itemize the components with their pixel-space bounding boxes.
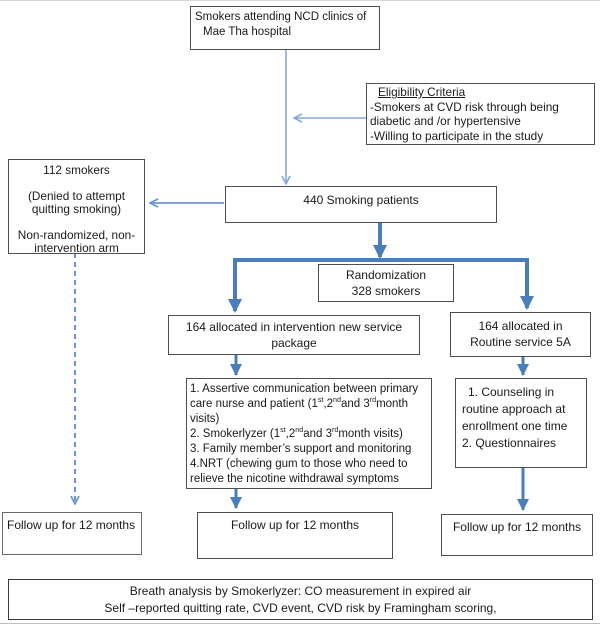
text-line: 4.NRT (chewing gum to those who need to [190, 458, 408, 470]
box-smoking-patients: 440 Smoking patients [225, 186, 497, 223]
box-followup-middle: Follow up for 12 months [197, 512, 393, 559]
box-followup-right: Follow up for 12 months [441, 514, 593, 556]
text-line: intervention arm [34, 241, 119, 255]
text-line: relieve the nicotine withdrawal symptoms [190, 473, 400, 485]
box-outcome-measures: Breath analysis by Smokerlyzer: CO measu… [8, 579, 593, 620]
text-line: 164 allocated in [478, 319, 563, 333]
box-smokers-attending: Smokers attending NCD clinics of Mae Tha … [190, 6, 380, 50]
text-line: 328 smokers [351, 284, 421, 298]
text-line: Smokers attending NCD clinics of [195, 11, 367, 23]
text-line: enrollment one time [462, 419, 568, 433]
text-line: 2. Questionnaires [462, 436, 557, 450]
text-line: diabetic and /or hypertensive [370, 114, 521, 128]
text-line: 3. Family member’s support and monitorin… [190, 443, 412, 455]
followup-left-label: Follow up for 12 months [7, 518, 136, 532]
text-line: Self –reported quitting rate, CVD event,… [104, 601, 497, 615]
box-eligibility-criteria: Eligibility Criteria -Smokers at CVD ris… [366, 83, 595, 145]
text-line: routine approach at [462, 402, 566, 416]
text-line: Non-randomized, non- [17, 228, 136, 242]
eligibility-title: Eligibility Criteria [378, 85, 466, 99]
text-line: 1. Assertive communication between prima… [190, 383, 419, 395]
text-line: Routine service 5A [470, 335, 571, 349]
followup-middle-label: Follow up for 12 months [230, 518, 360, 532]
smoking-patients-label: 440 Smoking patients [303, 193, 419, 207]
box-intervention-components: 1. Assertive communication between prima… [186, 378, 432, 489]
followup-right-label: Follow up for 12 months [452, 520, 582, 534]
text-line: package [271, 336, 317, 350]
box-randomization: Randomization 328 smokers [318, 264, 454, 302]
text-line: (Denied to attempt [27, 189, 126, 203]
text-line: care nurse and patient (1st,2ndand 3rdmo… [190, 396, 409, 410]
box-routine-allocation: 164 allocated in Routine service 5A [450, 312, 591, 357]
box-followup-left: Follow up for 12 months [2, 512, 142, 555]
box-intervention-allocation: 164 allocated in intervention new servic… [168, 315, 420, 355]
text-line: Randomization [345, 268, 427, 282]
text-line: 164 allocated in intervention new servic… [185, 320, 403, 334]
text-line: 1. Counseling in [468, 385, 555, 399]
text-line: -Smokers at CVD risk through being [370, 99, 559, 114]
text-line: 2. Smokerlyzer (1st,2ndand 3rdmonth visi… [190, 426, 403, 440]
text-line: -Willing to participate in the study [370, 128, 544, 143]
text-line: quitting smoking) [31, 202, 122, 216]
text-line: visits) [190, 413, 220, 425]
box-routine-components: 1. Counseling in routine approach at enrol… [455, 378, 587, 468]
text-line: 112 smokers [43, 163, 110, 177]
text-line: Breath analysis by Smokerlyzer: CO measu… [129, 584, 472, 598]
text-line: Mae Tha hospital [203, 26, 292, 38]
